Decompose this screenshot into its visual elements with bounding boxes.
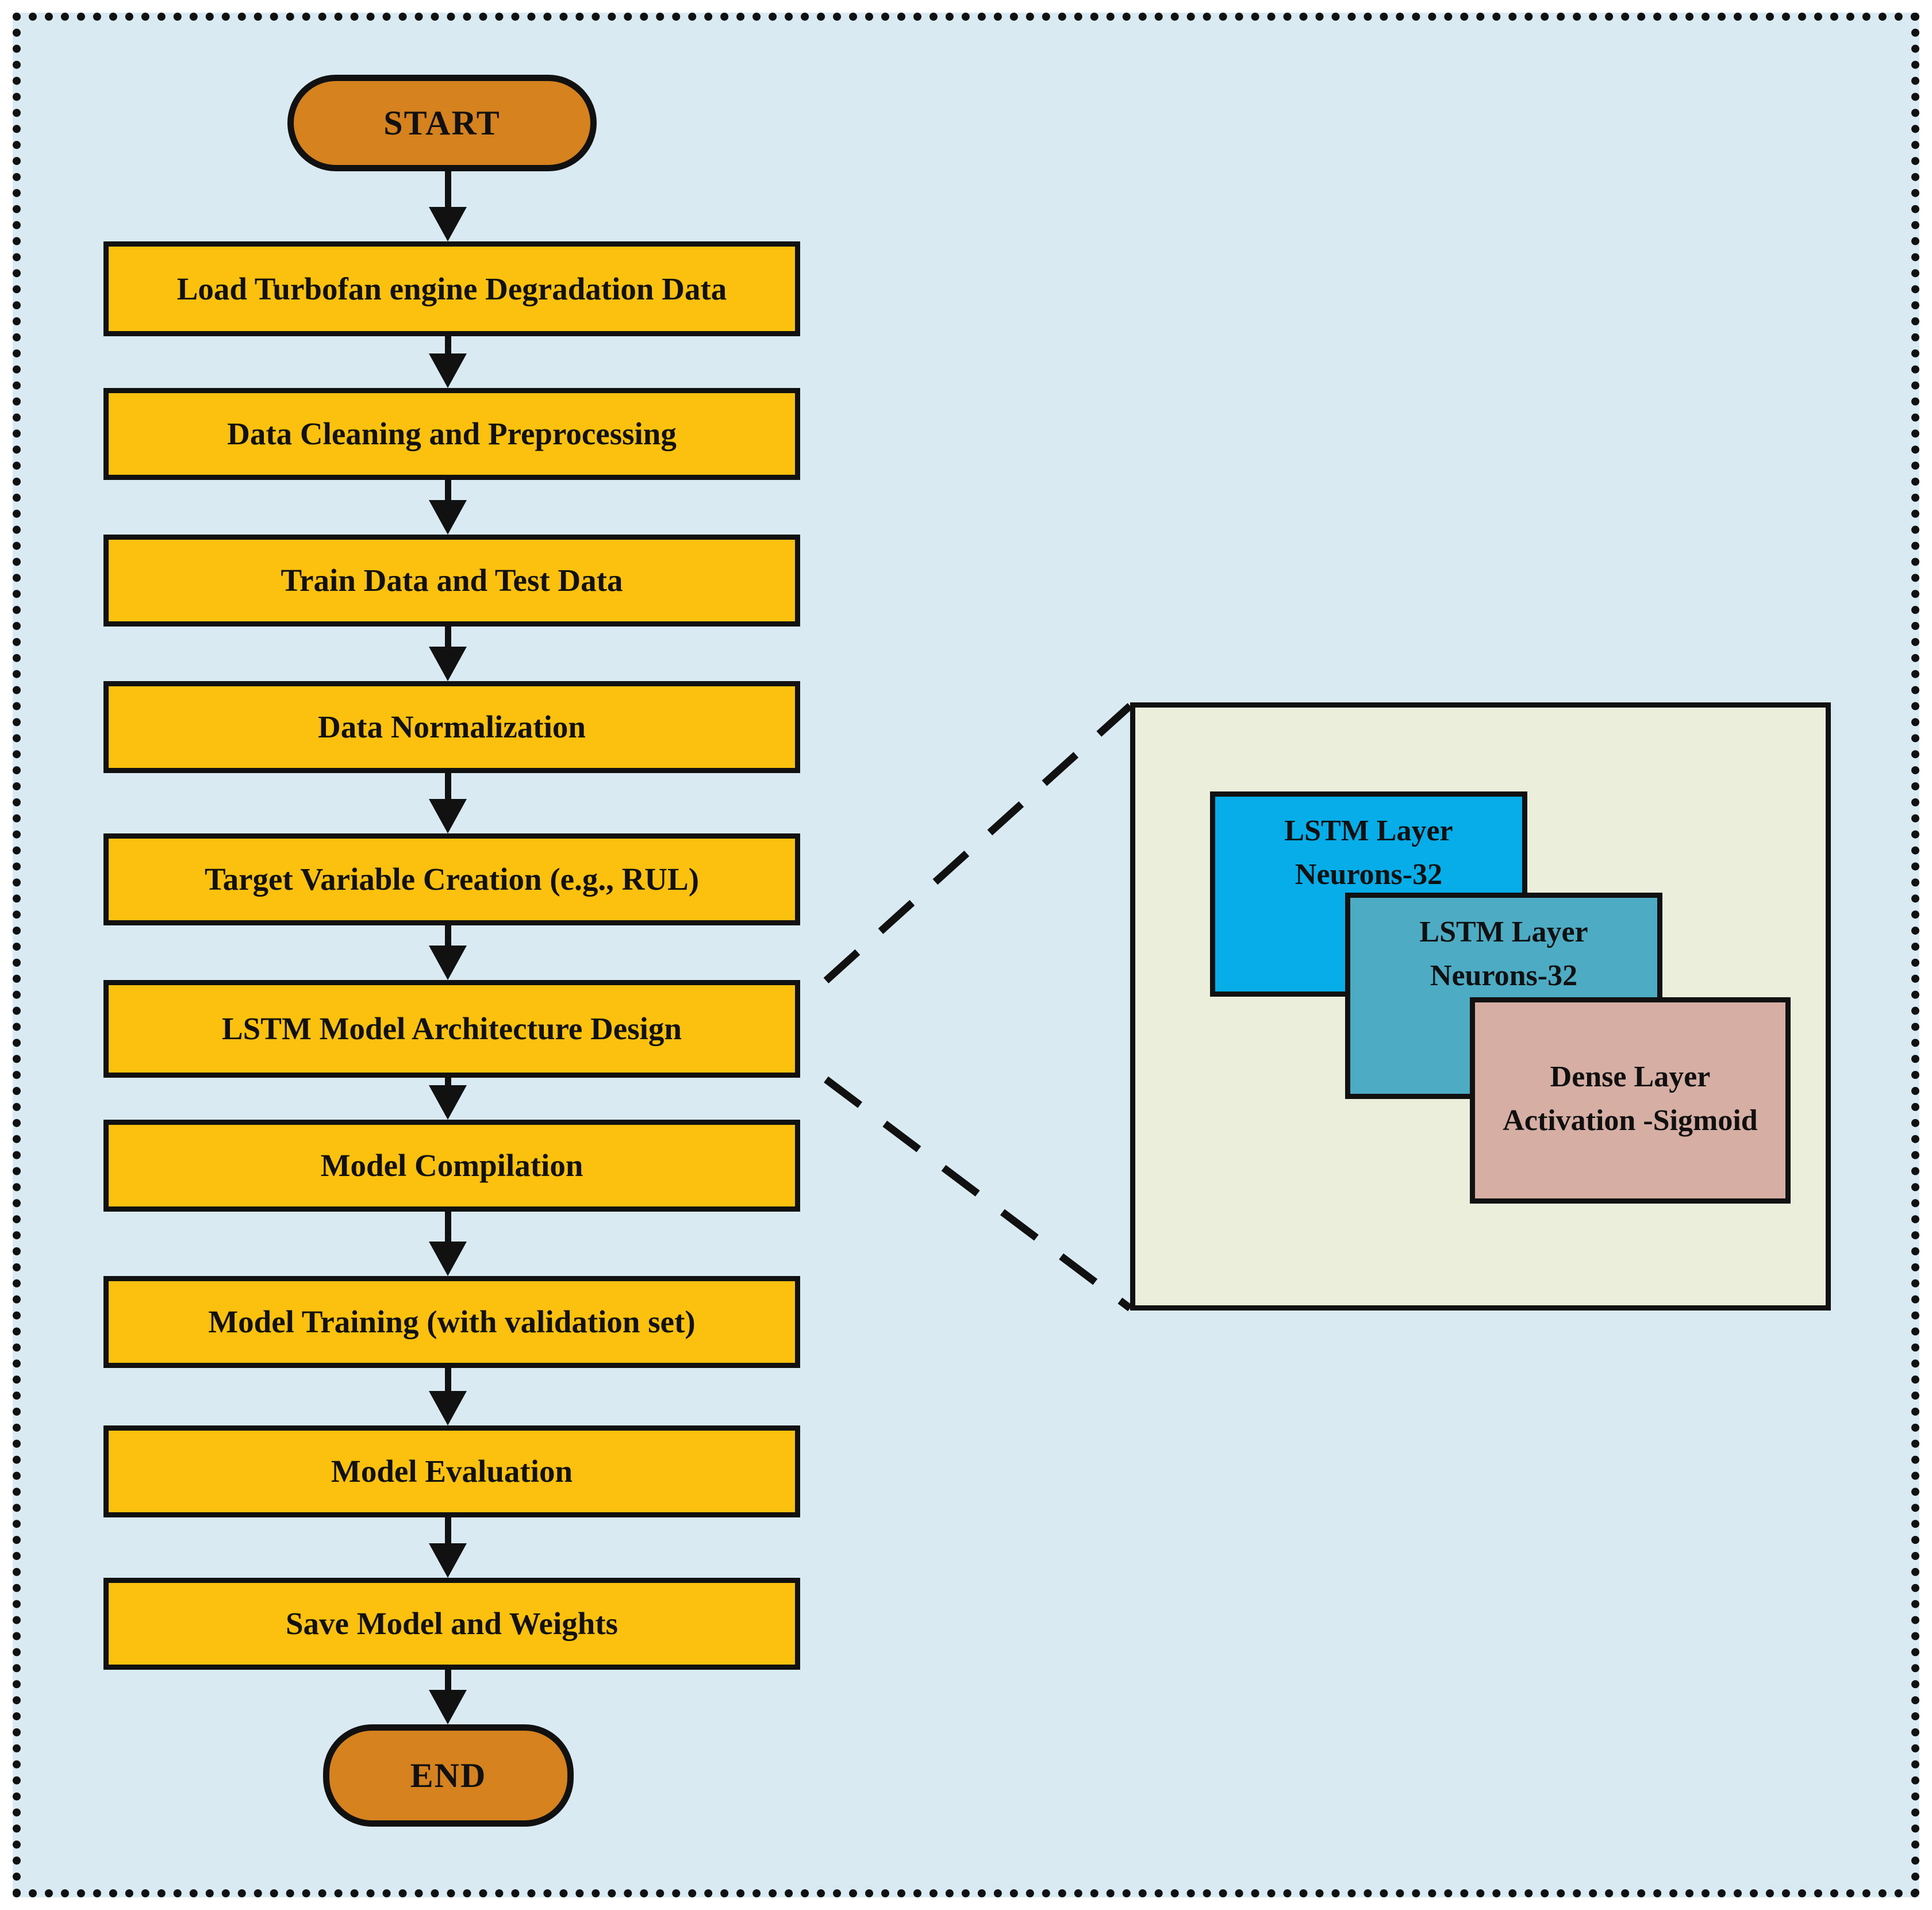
flow-arrow <box>429 336 467 388</box>
arrow-stem <box>444 1368 451 1392</box>
flow-arrow <box>429 627 467 681</box>
flow-arrow <box>429 773 467 833</box>
dense-layer-box: Dense Layer Activation -Sigmoid <box>1470 997 1791 1204</box>
process-label: Model Compilation <box>320 1148 583 1183</box>
process-label: Load Turbofan engine Degradation Data <box>176 271 727 306</box>
process-box-load-data: Load Turbofan engine Degradation Data <box>103 241 800 336</box>
process-label: Target Variable Creation (e.g., RUL) <box>204 862 700 897</box>
end-terminal: END <box>323 1724 574 1827</box>
process-label: Save Model and Weights <box>285 1606 619 1641</box>
process-box-train-test-split: Train Data and Test Data <box>103 535 800 627</box>
flow-arrow <box>429 1212 467 1276</box>
process-box-data-cleaning: Data Cleaning and Preprocessing <box>103 388 800 480</box>
arrow-stem <box>444 171 451 208</box>
arrow-head-icon <box>429 1085 467 1120</box>
arrow-stem <box>444 773 451 800</box>
arrow-head-icon <box>429 500 467 535</box>
layer-label-line1: LSTM Layer <box>1419 916 1588 948</box>
start-label: START <box>383 103 501 142</box>
end-label: END <box>410 1756 487 1794</box>
arrow-head-icon <box>429 207 467 241</box>
arrow-stem <box>444 627 451 648</box>
process-label: Data Cleaning and Preprocessing <box>227 416 677 451</box>
process-label: LSTM Model Architecture Design <box>222 1011 682 1046</box>
layer-label-line2: Activation -Sigmoid <box>1503 1104 1758 1137</box>
process-label: Model Evaluation <box>331 1454 573 1489</box>
process-box-model-compilation: Model Compilation <box>103 1120 800 1212</box>
arrow-stem <box>444 1670 451 1691</box>
arrow-head-icon <box>429 946 467 980</box>
arrow-head-icon <box>429 1543 467 1578</box>
arrow-stem <box>444 925 451 947</box>
process-box-lstm-architecture: LSTM Model Architecture Design <box>103 980 800 1078</box>
flow-arrow <box>429 1670 467 1724</box>
layer-label-line1: LSTM Layer <box>1284 814 1453 847</box>
arrow-head-icon <box>429 1391 467 1425</box>
arrow-head-icon <box>429 1242 467 1276</box>
layer-label-line1: Dense Layer <box>1550 1060 1711 1093</box>
arrow-head-icon <box>429 647 467 681</box>
flow-arrow <box>429 1078 467 1120</box>
process-box-model-evaluation: Model Evaluation <box>103 1425 800 1517</box>
process-box-model-training: Model Training (with validation set) <box>103 1276 800 1368</box>
arrow-head-icon <box>429 1690 467 1724</box>
process-label: Train Data and Test Data <box>281 563 623 598</box>
flow-arrow <box>429 480 467 535</box>
flow-arrow <box>429 925 467 980</box>
arrow-head-icon <box>429 353 467 388</box>
arrow-head-icon <box>429 799 467 833</box>
process-box-save-model: Save Model and Weights <box>103 1578 800 1670</box>
start-terminal: START <box>287 75 597 171</box>
flow-arrow <box>429 1517 467 1578</box>
arrow-stem <box>444 480 451 501</box>
process-box-target-variable: Target Variable Creation (e.g., RUL) <box>103 833 800 925</box>
process-label: Data Normalization <box>318 709 586 744</box>
process-label: Model Training (with validation set) <box>208 1304 696 1339</box>
arrow-stem <box>444 336 451 355</box>
process-box-data-normalization: Data Normalization <box>103 681 800 773</box>
layer-label-line2: Neurons-32 <box>1430 959 1578 992</box>
layer-label-line2: Neurons-32 <box>1295 858 1443 891</box>
flow-arrow <box>429 171 467 241</box>
flow-arrow <box>429 1368 467 1425</box>
arrow-stem <box>444 1212 451 1243</box>
arrow-stem <box>444 1078 451 1086</box>
arrow-stem <box>444 1517 451 1544</box>
